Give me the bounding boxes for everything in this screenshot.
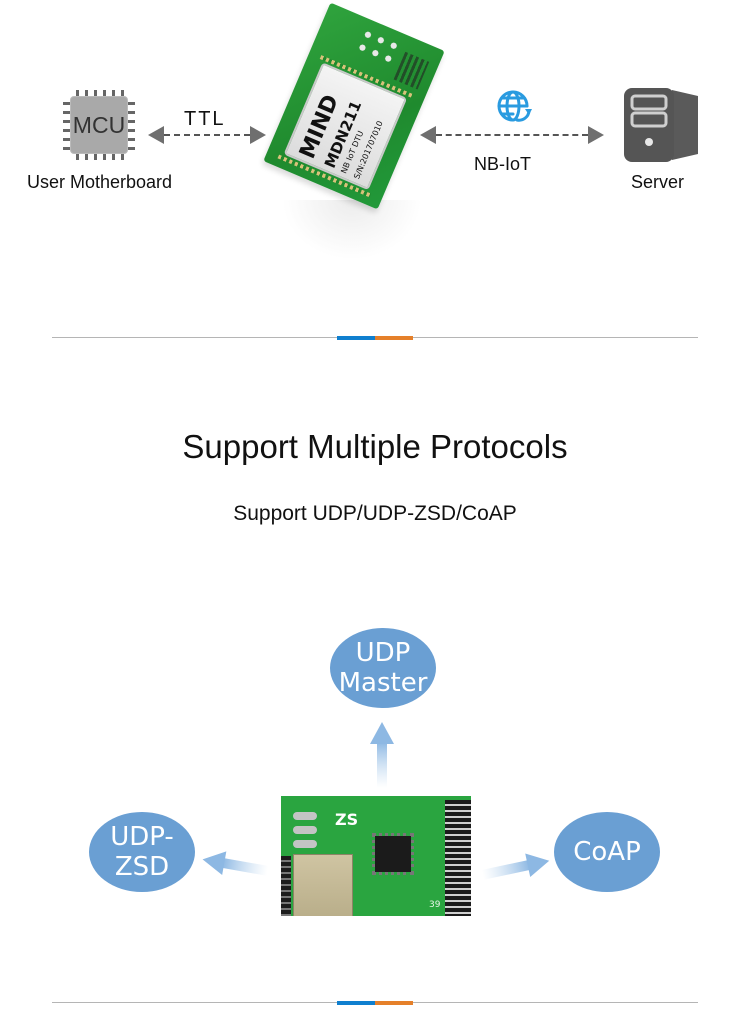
node-line1: CoAP bbox=[573, 837, 641, 867]
protocol-node-coap: CoAP bbox=[554, 812, 660, 892]
section-divider bbox=[52, 336, 698, 340]
node-line1: UDP bbox=[355, 638, 411, 668]
ttl-label: TTL bbox=[184, 108, 226, 130]
module-reflection bbox=[282, 200, 422, 260]
board-logo: ZS bbox=[335, 810, 359, 829]
section-divider-bottom bbox=[52, 1001, 698, 1005]
server-tower-icon bbox=[624, 88, 698, 162]
section-subtitle: Support UDP/UDP-ZSD/CoAP bbox=[233, 502, 517, 525]
arrow-up-to-master bbox=[370, 722, 394, 788]
arrow-right-to-coap bbox=[481, 853, 550, 880]
divider-accent-blue bbox=[337, 336, 375, 340]
section-title: Support Multiple Protocols bbox=[182, 428, 568, 465]
arrow-left-to-zsd bbox=[202, 851, 269, 876]
server-caption: Server bbox=[631, 172, 685, 192]
node-line1: UDP- bbox=[110, 822, 174, 852]
mcu-chip-label: MCU bbox=[70, 96, 128, 154]
mcu-caption: User Motherboard bbox=[27, 172, 173, 192]
nb-iot-label: NB-IoT bbox=[474, 154, 532, 174]
mcu-chip-icon: MCU bbox=[62, 88, 136, 162]
divider-accent-orange bbox=[375, 336, 413, 340]
protocol-node-udp-zsd: UDP- ZSD bbox=[89, 812, 195, 892]
divider-accent-orange bbox=[375, 1001, 413, 1005]
node-line2: ZSD bbox=[114, 852, 170, 882]
divider-accent-blue bbox=[337, 1001, 375, 1005]
board-pin-number: 39 bbox=[429, 900, 441, 910]
globe-refresh-icon bbox=[497, 90, 532, 122]
node-line2: Master bbox=[338, 668, 428, 698]
dtu-board-image: ZS 39 bbox=[281, 796, 471, 916]
protocol-node-udp-master: UDP Master bbox=[330, 628, 436, 708]
